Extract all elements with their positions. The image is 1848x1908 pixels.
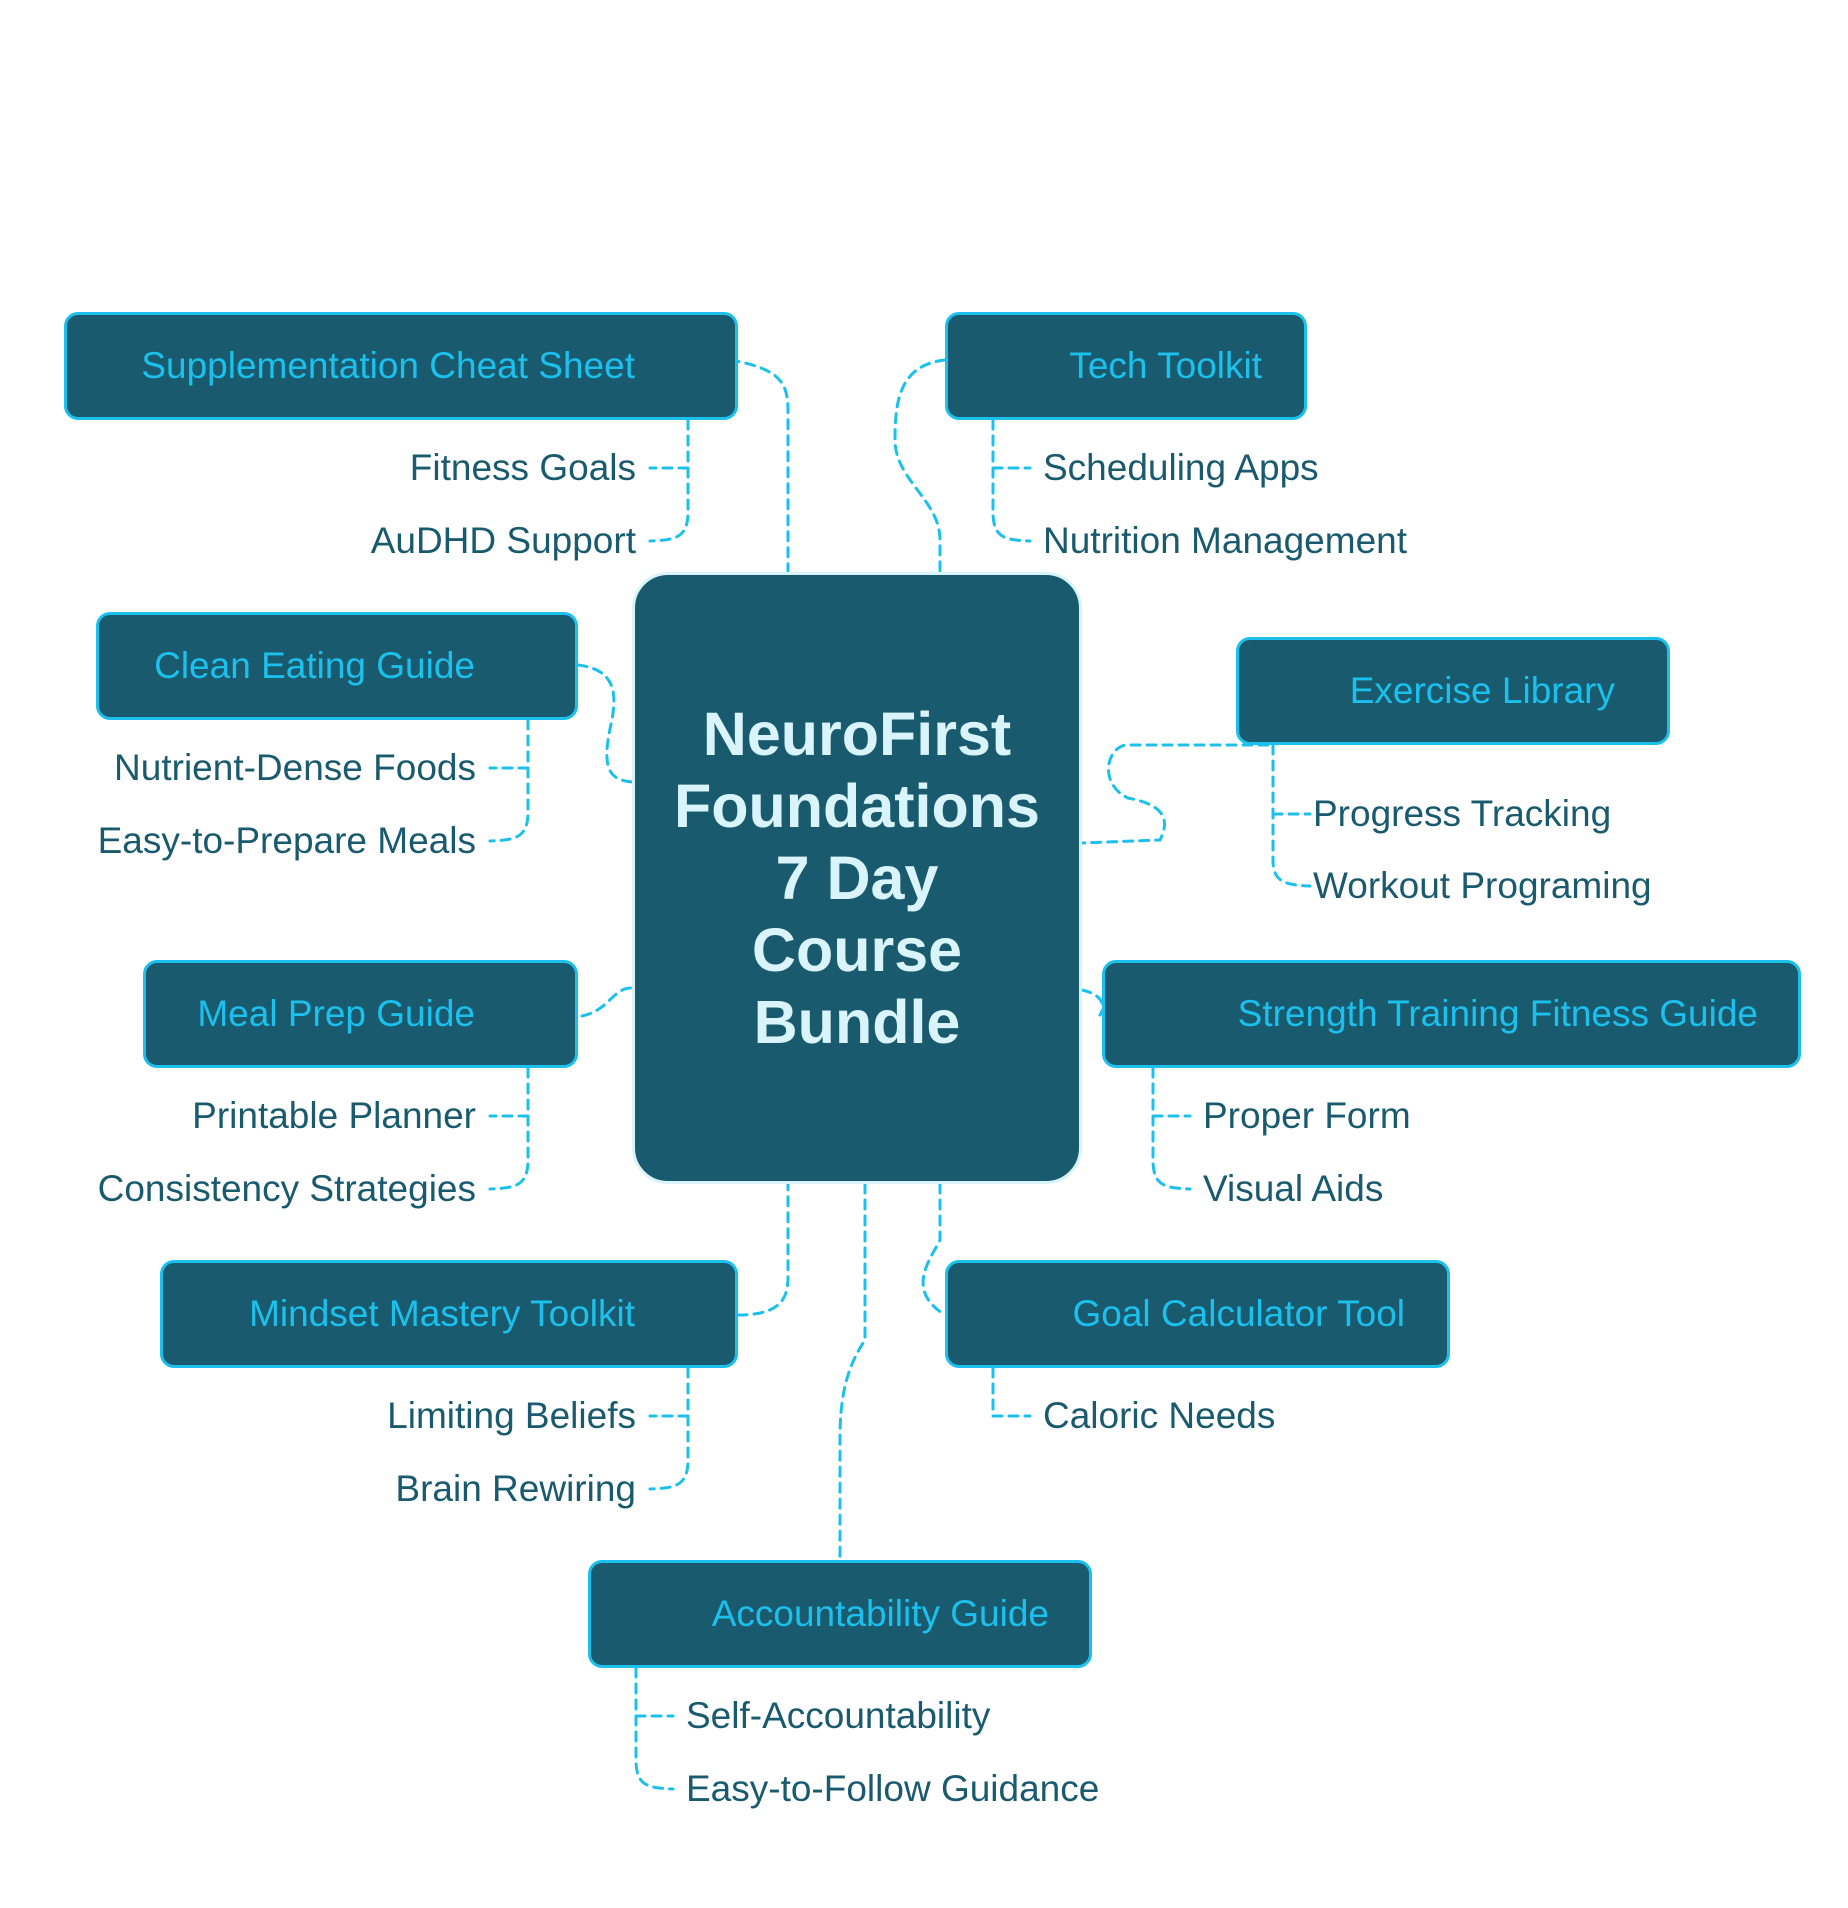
topic-meal-prep[interactable]: Meal Prep Guide bbox=[143, 960, 578, 1068]
item-limiting-beliefs: Limiting Beliefs bbox=[387, 1395, 636, 1436]
link-clean-eating-items bbox=[488, 718, 530, 843]
link-accountability bbox=[838, 1182, 867, 1562]
item-audhd-support: AuDHD Support bbox=[370, 520, 636, 561]
item-caloric-needs: Caloric Needs bbox=[1043, 1395, 1276, 1436]
topic-label: Strength Training Fitness Guide bbox=[1237, 993, 1758, 1034]
center-node[interactable]: NeuroFirst Foundations 7 Day Course Bund… bbox=[632, 572, 1082, 1184]
link-supplementation bbox=[728, 358, 790, 574]
item-nutrition-management: Nutrition Management bbox=[1043, 520, 1408, 561]
topic-label: Accountability Guide bbox=[711, 1593, 1049, 1634]
item-proper-form: Proper Form bbox=[1203, 1095, 1411, 1136]
link-mindset-items bbox=[648, 1366, 690, 1491]
topic-clean-eating[interactable]: Clean Eating Guide bbox=[96, 612, 578, 720]
item-visual-aids: Visual Aids bbox=[1203, 1168, 1384, 1209]
link-meal-prep-items bbox=[488, 1066, 530, 1191]
topic-mindset[interactable]: Mindset Mastery Toolkit bbox=[160, 1260, 738, 1368]
item-printable-planner: Printable Planner bbox=[192, 1095, 476, 1136]
topic-tech[interactable]: Tech Toolkit bbox=[945, 312, 1307, 420]
topic-label: Exercise Library bbox=[1349, 670, 1615, 711]
item-nutrient-dense-foods: Nutrient-Dense Foods bbox=[114, 747, 476, 788]
topic-goal[interactable]: Goal Calculator Tool bbox=[945, 1260, 1450, 1368]
item-workout-programing: Workout Programing bbox=[1313, 865, 1652, 906]
item-fitness-goals: Fitness Goals bbox=[409, 447, 636, 488]
item-brain-rewiring: Brain Rewiring bbox=[395, 1468, 636, 1509]
link-tech bbox=[893, 358, 947, 574]
topic-supplementation[interactable]: Supplementation Cheat Sheet bbox=[64, 312, 738, 420]
item-self-accountability: Self-Accountability bbox=[686, 1695, 991, 1736]
link-exercise bbox=[1080, 743, 1270, 845]
item-progress-tracking: Progress Tracking bbox=[1313, 793, 1612, 834]
link-clean-eating bbox=[576, 663, 634, 784]
link-goal-items bbox=[991, 1366, 1032, 1418]
link-strength-items bbox=[1151, 1066, 1192, 1191]
item-easy-meals: Easy-to-Prepare Meals bbox=[97, 820, 476, 861]
topic-strength[interactable]: Strength Training Fitness Guide bbox=[1102, 960, 1801, 1068]
topic-label: Tech Toolkit bbox=[1069, 345, 1262, 386]
center-title: NeuroFirst Foundations 7 Day Course Bund… bbox=[674, 700, 1040, 1056]
link-exercise-items bbox=[1271, 743, 1312, 888]
item-scheduling-apps: Scheduling Apps bbox=[1043, 447, 1319, 488]
topic-label: Clean Eating Guide bbox=[154, 645, 475, 686]
link-supplementation-items bbox=[648, 418, 690, 543]
topic-label: Mindset Mastery Toolkit bbox=[249, 1293, 635, 1334]
link-accountability-items bbox=[634, 1666, 675, 1791]
link-goal bbox=[921, 1182, 947, 1317]
topic-label: Goal Calculator Tool bbox=[1072, 1293, 1406, 1334]
link-mindset bbox=[736, 1182, 790, 1317]
link-strength bbox=[1080, 988, 1105, 1017]
item-consistency-strategies: Consistency Strategies bbox=[97, 1168, 476, 1209]
topic-label: Meal Prep Guide bbox=[197, 993, 475, 1034]
topic-exercise[interactable]: Exercise Library bbox=[1236, 637, 1670, 745]
link-tech-items bbox=[991, 418, 1032, 543]
topic-label: Supplementation Cheat Sheet bbox=[141, 345, 635, 386]
topic-accountability[interactable]: Accountability Guide bbox=[588, 1560, 1092, 1668]
item-easy-guidance: Easy-to-Follow Guidance bbox=[686, 1768, 1100, 1809]
link-meal-prep bbox=[580, 986, 634, 1018]
